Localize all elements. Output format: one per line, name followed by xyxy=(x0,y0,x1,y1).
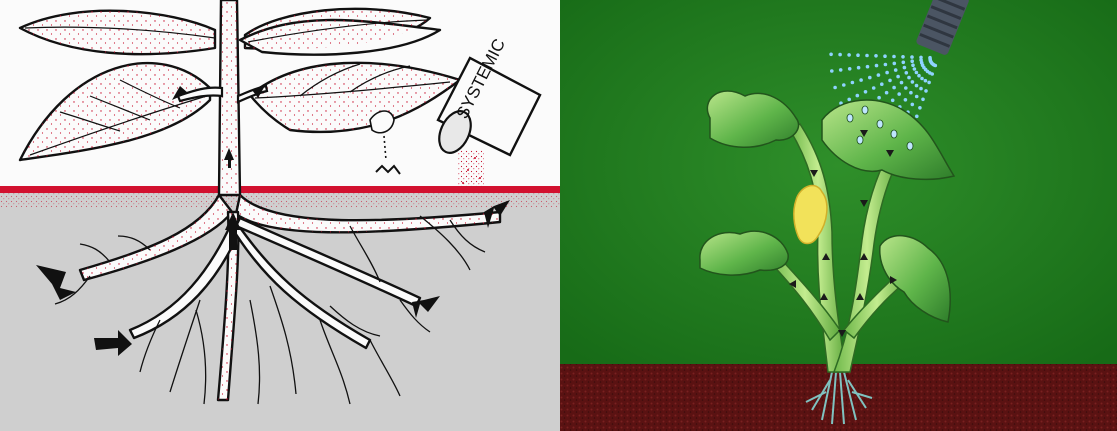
spray-droplet xyxy=(919,56,923,60)
spray-droplet xyxy=(839,68,843,72)
systemic-powder-stream xyxy=(458,150,484,188)
spray-droplet xyxy=(903,66,907,70)
spray-droplet xyxy=(875,64,879,68)
spray-droplet xyxy=(897,92,901,96)
spray-droplet xyxy=(920,77,924,81)
spray-droplet xyxy=(847,98,851,102)
spray-droplet xyxy=(894,68,898,72)
spray-droplet xyxy=(921,98,925,102)
spray-droplet xyxy=(856,53,860,57)
spray-droplet xyxy=(924,79,928,83)
leaf-middle-left xyxy=(700,231,788,275)
spray-droplet xyxy=(838,53,842,57)
soil-area xyxy=(560,364,1117,431)
spray-droplet xyxy=(872,86,876,90)
spray-droplet xyxy=(864,90,868,94)
spray-droplet xyxy=(868,76,872,80)
spray-droplet xyxy=(911,103,915,107)
spray-droplet xyxy=(915,115,919,119)
spray-droplet xyxy=(913,67,917,71)
spray-droplet xyxy=(880,82,884,86)
spray-droplet xyxy=(891,99,895,103)
spray-droplet xyxy=(842,83,846,87)
spray-droplet xyxy=(901,55,905,59)
spray-droplet xyxy=(857,66,861,70)
spray-droplet xyxy=(892,55,896,59)
spray-droplet xyxy=(830,69,834,73)
spray-droplet xyxy=(910,55,914,59)
spray-droplet xyxy=(909,91,913,95)
spray-droplet xyxy=(848,67,852,71)
systemic-spray-drawing xyxy=(560,0,1117,431)
spray-droplet xyxy=(902,61,906,65)
spray-droplet xyxy=(904,86,908,90)
spray-droplet xyxy=(865,54,869,58)
soil-surface-stipple xyxy=(0,193,560,207)
spray-droplet xyxy=(915,71,919,75)
spray-droplet xyxy=(847,53,851,57)
spray-droplet xyxy=(911,80,915,84)
spray-droplet xyxy=(919,87,923,91)
spray-droplet xyxy=(904,98,908,102)
spray-droplet xyxy=(900,81,904,85)
spray-droplet xyxy=(928,56,932,60)
spray-droplet xyxy=(833,86,837,90)
spray-droplet xyxy=(877,96,881,100)
spray-droplet xyxy=(885,71,889,75)
spray-droplet xyxy=(917,74,921,78)
spray-droplet xyxy=(883,54,887,58)
spray-droplet xyxy=(924,89,928,93)
spray-droplet xyxy=(888,79,892,83)
spray-droplet xyxy=(884,63,888,67)
systemic-spray-illustration xyxy=(560,0,1117,431)
spray-droplet xyxy=(893,62,897,66)
spray-droplet xyxy=(856,94,860,98)
spray-droplet xyxy=(892,86,896,90)
spray-droplet xyxy=(918,106,922,110)
spray-droplet xyxy=(905,71,909,75)
spray-droplet xyxy=(907,76,911,80)
spray-droplet xyxy=(911,63,915,67)
spray-droplet xyxy=(927,81,931,85)
spray-droplet xyxy=(877,73,881,77)
spray-droplet xyxy=(915,95,919,99)
systemic-uptake-illustration: SYSTEMIC xyxy=(0,0,560,431)
spray-droplet xyxy=(859,78,863,82)
spray-droplet xyxy=(829,53,833,57)
spray-droplet xyxy=(896,75,900,79)
spray-droplet xyxy=(874,54,878,58)
spray-droplet xyxy=(910,59,914,63)
spray-droplet xyxy=(885,91,889,95)
spray-droplet xyxy=(866,65,870,69)
spray-droplet xyxy=(851,81,855,85)
spray-droplet xyxy=(915,84,919,88)
systemic-uptake-drawing: SYSTEMIC xyxy=(0,0,560,431)
